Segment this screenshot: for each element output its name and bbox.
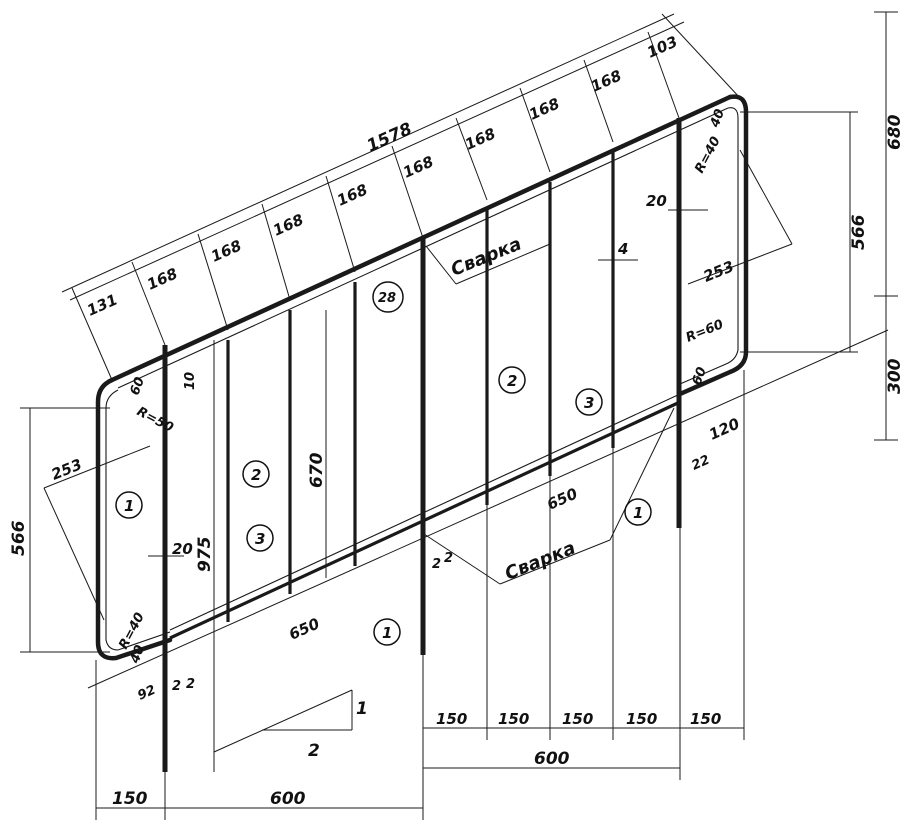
right-dimensions bbox=[740, 11, 898, 441]
dim-168: 168 bbox=[588, 66, 624, 95]
dim-overall-1578: 1578 bbox=[364, 119, 416, 157]
dim-600-bottom-right: 600 bbox=[534, 749, 570, 769]
dim-120: 120 bbox=[706, 414, 742, 443]
dim-150: 150 bbox=[690, 710, 721, 728]
callout-1-left: 1 bbox=[115, 491, 143, 519]
dim-168: 168 bbox=[144, 264, 180, 293]
dim-2: 2 bbox=[186, 677, 195, 692]
svg-text:2: 2 bbox=[507, 372, 517, 390]
dim-60-right: 60 bbox=[690, 365, 710, 387]
dim-60-left: 60 bbox=[128, 375, 148, 397]
radius-50: R=50 bbox=[134, 404, 175, 436]
callout-28: 28 bbox=[372, 281, 404, 313]
dim-150: 150 bbox=[436, 710, 467, 728]
weld-note-lower: Сварка bbox=[502, 537, 578, 584]
callout-1-middle: 1 bbox=[373, 618, 401, 646]
callout-2-left: 2 bbox=[242, 460, 270, 488]
dim-650-lower-line bbox=[87, 329, 889, 689]
dim-670: 670 bbox=[307, 452, 327, 488]
dim-10: 10 bbox=[183, 372, 198, 390]
dim-680: 680 bbox=[885, 114, 905, 150]
left-loop-inner bbox=[105, 389, 171, 651]
dim-975: 975 bbox=[195, 537, 215, 573]
dim-20-right: 20 bbox=[646, 192, 667, 210]
dim-150: 150 bbox=[498, 710, 529, 728]
svg-text:3: 3 bbox=[255, 530, 265, 548]
dim-168: 168 bbox=[208, 236, 244, 265]
dim-300: 300 bbox=[885, 358, 905, 394]
dim-600-bottom-left: 600 bbox=[270, 789, 306, 809]
svg-text:1: 1 bbox=[124, 497, 134, 515]
overall-dimension-line bbox=[61, 13, 675, 293]
callout-3-left: 3 bbox=[246, 524, 274, 552]
dim-131: 131 bbox=[84, 290, 120, 319]
dim-150: 150 bbox=[626, 710, 657, 728]
slope-2: 2 bbox=[308, 741, 320, 761]
radius-40-right: R=40 bbox=[692, 134, 724, 175]
svg-text:28: 28 bbox=[378, 291, 396, 306]
slope-indicator bbox=[213, 689, 353, 753]
svg-text:1: 1 bbox=[382, 624, 392, 642]
chain-dimension-line bbox=[69, 21, 685, 301]
dim-253-left-line bbox=[43, 445, 151, 489]
dim-2: 2 bbox=[172, 679, 181, 694]
callout-3-right: 3 bbox=[575, 388, 603, 416]
callout-1-right: 1 bbox=[624, 498, 652, 526]
dim-20-left: 20 bbox=[172, 540, 193, 558]
dim-168: 168 bbox=[400, 152, 436, 181]
svg-text:2: 2 bbox=[251, 466, 261, 484]
dim-2: 2 bbox=[432, 557, 441, 572]
bottom-dimensions bbox=[95, 370, 745, 820]
dim-566-left: 566 bbox=[9, 520, 29, 556]
left-loop bbox=[95, 377, 173, 661]
dim-40-right: 40 bbox=[707, 107, 728, 130]
dim-4: 4 bbox=[617, 240, 628, 258]
dim-150: 150 bbox=[562, 710, 593, 728]
dim-40-left: 40 bbox=[127, 643, 148, 666]
dim-253-right-line bbox=[687, 243, 793, 285]
dim-2: 2 bbox=[444, 551, 453, 566]
balusters bbox=[226, 152, 615, 622]
left-dimension bbox=[20, 407, 110, 653]
svg-text:1: 1 bbox=[633, 504, 643, 522]
top-dimension-chain bbox=[61, 13, 741, 381]
dim-22: 22 bbox=[690, 453, 713, 474]
dim-566-right: 566 bbox=[849, 214, 869, 250]
dim-168: 168 bbox=[334, 180, 370, 209]
dim-150-bottom-left: 150 bbox=[112, 789, 148, 809]
callout-2-right: 2 bbox=[498, 366, 526, 394]
radius-60: R=60 bbox=[684, 317, 726, 346]
dim-253-right: 253 bbox=[701, 257, 737, 285]
dim-168: 168 bbox=[526, 94, 562, 123]
dim-168: 168 bbox=[462, 124, 498, 153]
posts bbox=[162, 118, 682, 772]
dim-168: 168 bbox=[270, 210, 306, 239]
right-loop-inner bbox=[679, 107, 739, 385]
dim-92: 92 bbox=[136, 683, 159, 704]
dim-650-lower: 650 bbox=[286, 614, 322, 643]
svg-text:3: 3 bbox=[584, 394, 594, 412]
slope-1: 1 bbox=[356, 699, 368, 719]
